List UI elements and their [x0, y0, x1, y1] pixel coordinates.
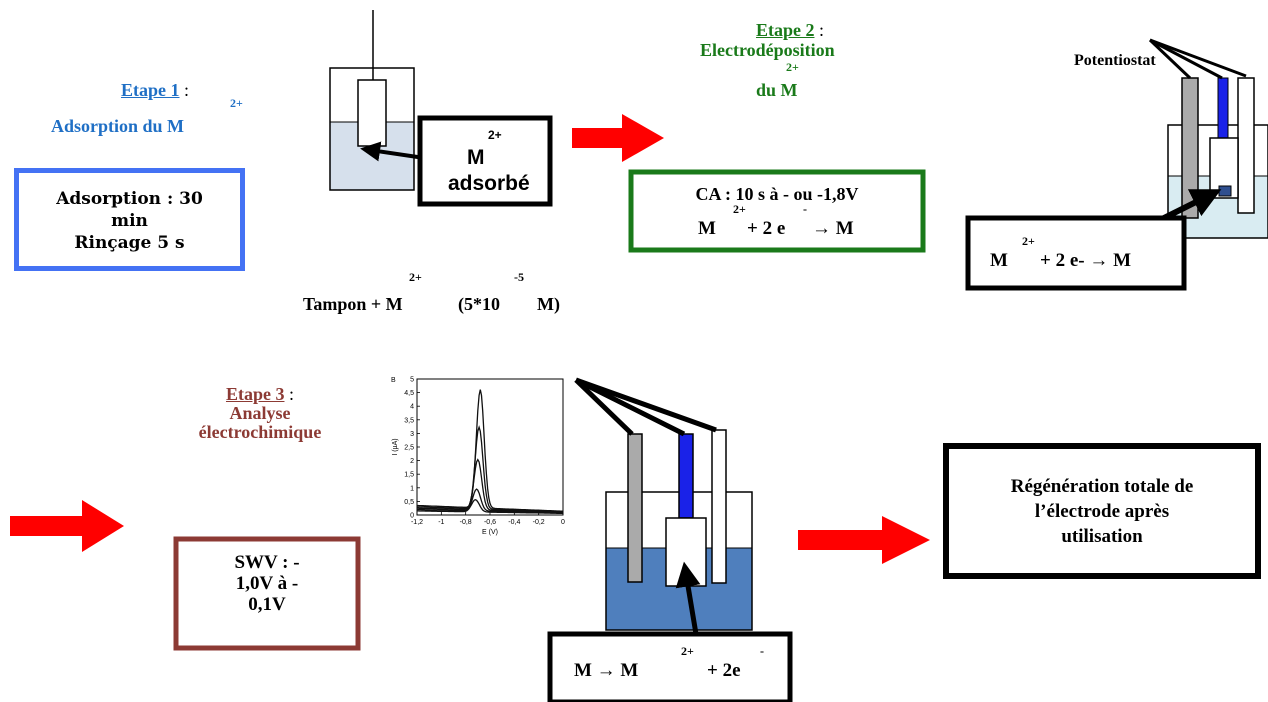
cell3-reaction-box [547, 631, 793, 702]
cell2-reaction-b: + 2 e- → M [1040, 250, 1132, 271]
step2-colon: : [814, 20, 824, 40]
cell1-label-sup: 2+ [488, 128, 502, 142]
chart-xtick-label: -0,6 [484, 519, 496, 526]
chart-series-line [417, 488, 563, 514]
chart-xtick-label: -1 [438, 519, 444, 526]
step2-box-line2-b: + 2 e [747, 218, 786, 239]
regeneration-line1: Régénération totale de [1010, 476, 1194, 497]
chart-series-line [417, 389, 564, 512]
cell3-reaction-sup2: - [760, 644, 764, 658]
cell1-solution-c: M) [537, 294, 560, 314]
step2-title-line2: du M [756, 80, 798, 100]
cell2-counter-electrode [1237, 77, 1255, 214]
step3-heading: Etape 3 [225, 384, 285, 404]
chart-xtick-label: -0,4 [508, 519, 520, 526]
chart-xlabel: E (V) [482, 529, 498, 536]
chart-ytick-label: 0,5 [404, 499, 414, 506]
step3-colon: : [284, 384, 294, 404]
step3-box [173, 536, 361, 651]
cell3-apparatus [574, 377, 753, 635]
cell1-label-m: M [467, 146, 485, 169]
regeneration-box [943, 443, 1261, 579]
step2-box-line2-c: → M [812, 218, 854, 239]
cell2-reaction-sup: 2+ [1022, 234, 1035, 248]
cell1-beaker [329, 10, 439, 191]
swv-chart: 0 0,5 1 1,5 2 2,5 3 3,5 4 4,5 5 -1,2 -1 -0,8 -0,6 -0,4 -… [391, 377, 565, 537]
step1-box: Adsorption : 30 min Rinçage 5 s [14, 168, 245, 271]
step2-box-line2-sup: 2+ [733, 202, 746, 216]
chart-xtick-label: 0 [561, 519, 565, 526]
cell2-working-electrode [1217, 77, 1229, 139]
chart-series-line [416, 425, 563, 513]
step1-title: Adsorption du M [51, 116, 184, 137]
chart-ytick-label: 2,5 [404, 445, 414, 452]
chart-xtick-label: -0,8 [460, 519, 472, 526]
step1-title-sup: 2+ [230, 96, 243, 110]
step1-box-line2: min [111, 211, 148, 231]
cell1-solution-sup2: -5 [514, 270, 524, 284]
step1-title-text: Adsorption du M [51, 116, 185, 136]
regeneration-line2: l’électrode après [1034, 501, 1170, 522]
step1-colon: : [179, 80, 189, 100]
cell3-counter-electrode [711, 429, 727, 584]
cell2-reaction-box [965, 215, 1187, 291]
cell3-reaction-b: + 2e [707, 660, 741, 681]
step1-heading-row: Etape 1 : [70, 80, 240, 101]
step2-title-sup: 2+ [786, 60, 799, 74]
step2-heading: Etape 2 [755, 20, 815, 40]
regeneration-text: Régénération totale de l’électrode après… [946, 474, 1258, 549]
chart-xtick-label: -1,2 [411, 519, 423, 526]
step2-heading-row: Etape 2 : [690, 20, 890, 41]
cell2-apparatus [1138, 38, 1268, 239]
step3-title-line1: Analyse [229, 403, 291, 423]
chart-ytick-label: 2 [410, 458, 414, 465]
cell2-reaction-a: M [990, 250, 1008, 271]
step2-box-line1: CA : 10 s à - ou -1,8V [695, 184, 859, 204]
chart-xtick-label: -0,2 [533, 519, 545, 526]
chart-ytick-label: 0 [410, 513, 414, 520]
cell2-potentiostat-label: Potentiostat [1074, 52, 1156, 69]
chart-ytick-label: 3 [410, 431, 414, 438]
cell1-label-box [417, 115, 553, 207]
step2-box-line2-sup2: - [803, 202, 807, 216]
cell1-solution-sup1: 2+ [409, 270, 422, 284]
arrow-step1-to-step2 [572, 114, 664, 162]
chart-ytick-label: 3,5 [404, 417, 414, 424]
cell1-solution-b: (5*10 [458, 294, 500, 314]
step3-box-text: SWV : - 1,0V à - 0,1V [176, 552, 358, 615]
step2-box-line2-a: M [698, 218, 716, 239]
step3-box-line3: 0,1V [248, 594, 286, 615]
chart-ytick-label: 4,5 [404, 390, 414, 397]
cell1-electrode [357, 79, 387, 147]
step3-title-line2: électrochimique [198, 422, 322, 442]
chart-series-line [417, 458, 564, 513]
cell3-reaction-sup: 2+ [681, 644, 694, 658]
step2-box [628, 169, 926, 253]
chart-ytick-label: 5 [410, 377, 414, 384]
step1-box-line3: Rinçage 5 s [74, 233, 185, 253]
step3-box-line1: SWV : - [234, 552, 300, 573]
cell3-reference-electrode [627, 433, 643, 583]
chart-ylabel: I (µA) [392, 438, 399, 455]
arrow-into-step3 [10, 500, 124, 552]
chart-ytick-label: 1,5 [404, 472, 414, 479]
step1-box-line1: Adsorption : 30 [56, 189, 203, 209]
cell3-working-electrode [678, 433, 694, 519]
step3-box-line2: 1,0V à - [235, 573, 299, 594]
step2-title-line1: Electrodéposition [700, 40, 835, 60]
cell2-reference-electrode [1181, 77, 1199, 219]
chart-frame [416, 378, 564, 516]
arrow-to-regeneration [798, 516, 930, 564]
step1-heading: Etape 1 [120, 80, 180, 100]
chart-series-line [417, 498, 564, 515]
cell3-reaction-a: M → M [574, 660, 639, 681]
chart-ytick-label: 1 [410, 485, 414, 492]
chart-ytick-label: 4 [410, 404, 414, 411]
cell1-solution-a: Tampon + M [303, 294, 403, 314]
step3-heading-row: Etape 3 : [160, 384, 360, 405]
regeneration-line3: utilisation [1061, 526, 1143, 547]
chart-panel-label: B [391, 377, 396, 384]
cell1-label-sub: adsorbé [448, 172, 530, 195]
